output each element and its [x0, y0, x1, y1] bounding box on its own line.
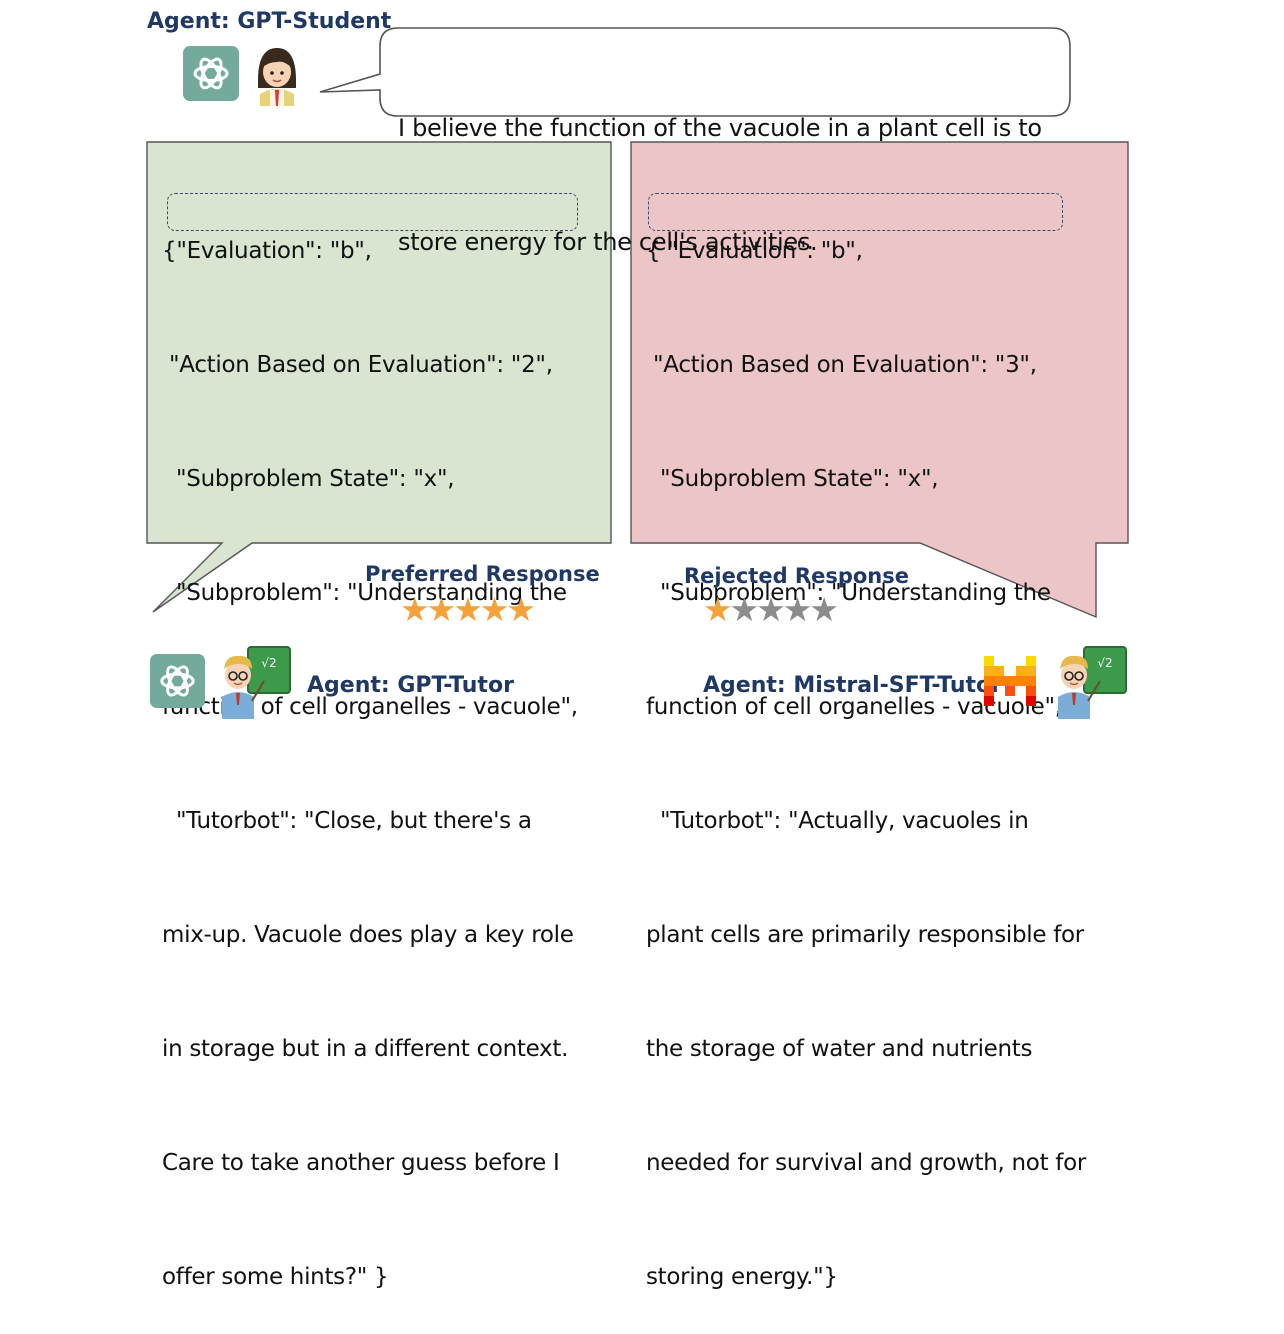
rejected-line: "Subproblem State": "x",	[646, 466, 939, 492]
tutor-avatar-icon: √2	[214, 645, 292, 719]
student-agent-label: Agent: GPT-Student	[147, 9, 392, 34]
preferred-line: in storage but in a different context.	[162, 1036, 569, 1062]
star-empty-icon: ★	[756, 590, 786, 629]
svg-text:√2: √2	[261, 656, 276, 670]
rejected-line: "Subproblem": "Understanding the	[646, 580, 1051, 606]
preferred-star-rating: ★★★★★	[400, 590, 536, 629]
svg-text:√2: √2	[1097, 656, 1112, 670]
tutor-avatar-icon: √2	[1050, 645, 1128, 719]
rejected-line: "Action Based on Evaluation": "3",	[646, 352, 1037, 378]
student-message: I believe the function of the vacuole in…	[398, 33, 1042, 299]
star-filled-icon: ★	[703, 590, 733, 629]
preferred-line: "Subproblem State": "x",	[162, 466, 455, 492]
preferred-response-text: {"Evaluation": "b", "Action Based on Eva…	[162, 156, 578, 1334]
preferred-line: "Subproblem": "Understanding the	[162, 580, 567, 606]
mistral-logo-icon	[984, 656, 1036, 706]
preferred-action-highlight	[167, 193, 578, 231]
star-filled-icon: ★	[400, 590, 430, 629]
star-filled-icon: ★	[479, 590, 510, 629]
preferred-line: {"Evaluation": "b",	[162, 238, 372, 264]
student-avatar-icon	[250, 40, 304, 106]
rejected-line: needed for survival and growth, not for	[646, 1150, 1087, 1176]
rejected-response-bubble	[630, 141, 1129, 619]
star-empty-icon: ★	[809, 590, 839, 629]
star-filled-icon: ★	[426, 590, 457, 629]
preferred-response-label: Preferred Response	[365, 562, 600, 586]
rejected-line: "Tutorbot": "Actually, vacuoles in	[646, 808, 1029, 834]
star-filled-icon: ★	[453, 590, 483, 629]
rejected-star-rating: ★★★★★	[703, 590, 839, 629]
rejected-response-label: Rejected Response	[684, 564, 909, 588]
preferred-line: "Action Based on Evaluation": "2",	[162, 352, 553, 378]
preferred-line: Care to take another guess before I	[162, 1150, 560, 1176]
preferred-line: "Tutorbot": "Close, but there's a	[162, 808, 532, 834]
mistral-tutor-agent-label: Agent: Mistral-SFT-Tutor	[703, 673, 1003, 698]
openai-logo-icon	[183, 46, 239, 101]
student-message-line: I believe the function of the vacuole in…	[398, 114, 1042, 142]
rejected-response-text: { "Evaluation": "b", "Action Based on Ev…	[646, 156, 1086, 1334]
star-empty-icon: ★	[782, 590, 813, 629]
rejected-line: the storage of water and nutrients	[646, 1036, 1033, 1062]
speech-bubbles-layer	[146, 27, 1129, 619]
openai-logo-icon	[150, 654, 205, 708]
preferred-line: mix-up. Vacuole does play a key role	[162, 922, 574, 948]
rejected-line: { "Evaluation": "b",	[646, 238, 863, 264]
preferred-line: offer some hints?" }	[162, 1264, 389, 1290]
rejected-line: storing energy."}	[646, 1264, 838, 1290]
rejected-line: function of cell organelles - vacuole",	[646, 694, 1062, 720]
rejected-action-highlight	[648, 193, 1063, 231]
preferred-response-bubble	[146, 141, 612, 613]
star-filled-icon: ★	[506, 590, 536, 629]
student-message-line: store energy for the cell's activities.	[398, 228, 818, 256]
student-speech-bubble	[319, 27, 1071, 117]
gpt-tutor-agent-label: Agent: GPT-Tutor	[307, 673, 514, 698]
rejected-line: plant cells are primarily responsible fo…	[646, 922, 1084, 948]
star-empty-icon: ★	[729, 590, 760, 629]
